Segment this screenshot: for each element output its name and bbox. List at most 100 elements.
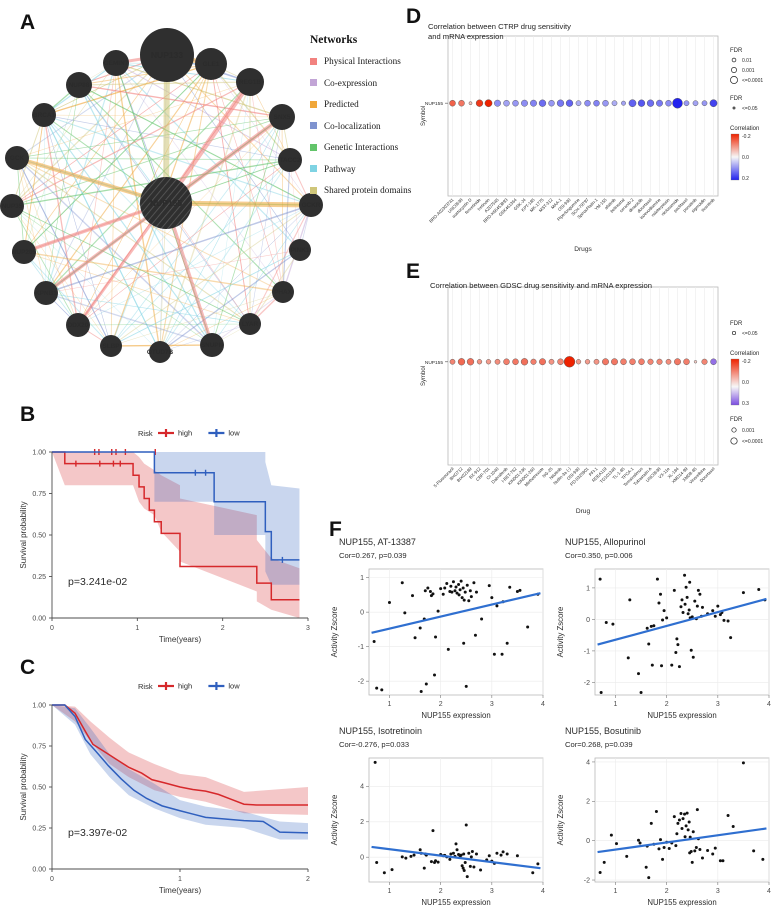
network-node-pink1[interactable]: PINK1 (289, 239, 311, 261)
bubble-point[interactable] (692, 100, 699, 107)
bubble-point[interactable] (656, 99, 663, 107)
network-node-tacc2[interactable]: TACC2 (278, 148, 302, 172)
network-node-phax[interactable]: PHAX (272, 281, 294, 303)
bubble-point[interactable] (683, 100, 690, 107)
network-node-otud7b[interactable]: OTUD7B (147, 341, 174, 363)
bubble-point[interactable] (468, 101, 473, 106)
bubble-point[interactable] (611, 358, 618, 366)
bubble-point[interactable] (521, 99, 528, 107)
bubble-point[interactable] (557, 358, 564, 365)
bubble-point[interactable] (584, 359, 591, 365)
bubble-point[interactable] (611, 100, 618, 107)
risk-legend-label: high (178, 682, 192, 691)
scatter-point (690, 615, 694, 619)
bubble-point[interactable] (520, 358, 529, 366)
bubble-point[interactable] (494, 358, 501, 365)
bubble-point[interactable] (449, 358, 456, 365)
bubble-point[interactable] (503, 358, 510, 365)
bubble-point[interactable] (556, 99, 565, 107)
bubble-point[interactable] (494, 99, 501, 107)
network-node-snx5[interactable]: SNX5 (269, 104, 295, 130)
scatter-point (649, 624, 653, 628)
bubble-point[interactable] (672, 97, 683, 109)
bubble-point[interactable] (674, 358, 681, 366)
network-node-gle1[interactable]: GLE1 (195, 48, 227, 80)
scatter-point (741, 761, 745, 765)
bubble-point[interactable] (512, 358, 519, 365)
bubble-point[interactable] (647, 358, 654, 365)
y-tick-label: NUP155 (425, 101, 443, 107)
bubble-point[interactable] (665, 99, 672, 107)
network-legend-item[interactable]: Predicted (310, 99, 390, 109)
network-legend-item[interactable]: Co-localization (310, 121, 390, 131)
bubble-point[interactable] (593, 358, 600, 365)
bubble-point[interactable] (575, 100, 582, 107)
scatter-point (461, 866, 465, 870)
bubble-point[interactable] (709, 99, 718, 108)
bubble-point[interactable] (646, 99, 655, 107)
network-node-snupn[interactable]: SNUPN (200, 333, 224, 357)
bubble-point[interactable] (628, 99, 637, 108)
bubble-point[interactable] (665, 358, 672, 365)
panel-d: D Correlation between CTRP drug sensitiv… (400, 0, 777, 255)
bubble-point[interactable] (701, 100, 708, 107)
network-node-gemin7[interactable]: GEMIN7 (103, 50, 129, 76)
bubble-point[interactable] (683, 358, 690, 365)
x-tick-label: 2 (665, 888, 669, 895)
bubble-point[interactable] (484, 99, 493, 108)
network-node-gckr[interactable]: GCKR (299, 193, 323, 217)
bubble-point[interactable] (638, 358, 645, 365)
network-node-nup88[interactable]: NUP88 (66, 72, 92, 98)
bubble-point[interactable] (575, 359, 582, 365)
network-legend-item[interactable]: Genetic Interactions (310, 142, 398, 152)
bubble-point[interactable] (701, 358, 708, 365)
bubble-point[interactable] (565, 99, 574, 107)
bubble-point[interactable] (656, 358, 663, 365)
network-node-slbp[interactable]: SLBP (100, 335, 122, 357)
bubble-point[interactable] (637, 99, 646, 107)
network-legend-item[interactable]: Co-expression (310, 78, 390, 88)
network-node-ddx20[interactable]: DDX20 (66, 313, 90, 337)
network-node-reg1b[interactable]: REG1B (236, 68, 264, 96)
scatter-point (716, 604, 720, 608)
network-legend-item[interactable]: Pathway (310, 164, 390, 174)
bubble-point[interactable] (620, 358, 627, 365)
scatter-point (531, 871, 535, 875)
network-legend-item[interactable]: Shared protein domains (310, 185, 411, 195)
network-node-nup205[interactable]: NUP205 (12, 240, 37, 264)
bubble-point[interactable] (530, 358, 537, 365)
network-legend-item[interactable]: Physical Interactions (310, 56, 401, 66)
bubble-point[interactable] (710, 358, 717, 365)
bubble-point[interactable] (530, 99, 537, 107)
bubble-point[interactable] (538, 99, 547, 107)
network-node-gck[interactable]: GCK (5, 146, 29, 170)
bubble-point[interactable] (584, 99, 591, 107)
bubble-point[interactable] (693, 360, 698, 364)
bubble-point[interactable] (449, 99, 456, 107)
network-node-lyar[interactable]: LYAR (239, 313, 261, 335)
scatter-point (487, 584, 491, 588)
bubble-point[interactable] (629, 358, 636, 365)
bubble-point[interactable] (602, 99, 609, 107)
bubble-point[interactable] (512, 99, 519, 107)
network-node-kpnb1[interactable]: KPNB1 (34, 281, 58, 305)
bubble-point[interactable] (458, 99, 465, 107)
bubble-point[interactable] (475, 99, 484, 107)
bubble-point[interactable] (602, 358, 609, 366)
scatter-point (598, 577, 602, 581)
bubble-point[interactable] (457, 358, 466, 366)
bubble-point[interactable] (593, 99, 600, 107)
bubble-point[interactable] (548, 358, 555, 365)
network-node-nup155[interactable]: NUP155 (140, 177, 192, 229)
bubble-point[interactable] (466, 358, 475, 366)
network-node-nup35[interactable]: NUP35 (0, 194, 24, 218)
bubble-point[interactable] (539, 358, 546, 366)
network-node-brca1[interactable]: BRCA1 (32, 103, 56, 127)
bubble-point[interactable] (503, 99, 510, 107)
bubble-point[interactable] (548, 99, 555, 107)
bubble-point[interactable] (621, 100, 626, 106)
bubble-point[interactable] (563, 356, 576, 368)
network-node-nup133[interactable]: NUP133 (140, 28, 194, 82)
bubble-point[interactable] (476, 359, 483, 365)
bubble-point[interactable] (485, 359, 492, 365)
